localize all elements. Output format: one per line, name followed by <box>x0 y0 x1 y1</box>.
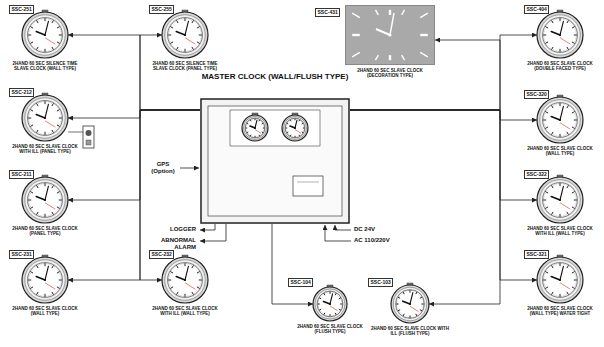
clock-caption: 2HAND 60 SEC SLAVE CLOCK (FLUSH TYPE) <box>290 324 370 334</box>
slave-clock: SSC-251 2HAND 60 SEC SILENCE TIME SLAVE C… <box>9 5 81 78</box>
signal-label: AC 110/220V <box>354 237 414 244</box>
slave-clock: SSC-232 2HAND 60 SEC SLAVE CLOCK WITH ILL… <box>149 250 221 323</box>
signal-line <box>350 110 537 200</box>
signal-line <box>68 110 200 118</box>
signal-line <box>350 110 500 304</box>
clock-caption: 2HAND 60 SEC SLAVE CLOCK (DECORATION TYP… <box>345 68 435 78</box>
master-cabinet <box>200 98 350 224</box>
signal-label: LOGGER <box>146 226 196 233</box>
clock-code: SSC-431 <box>315 8 340 17</box>
signal-label: GPS (Option) <box>148 161 178 175</box>
signal-line <box>272 224 313 304</box>
clock-caption: 2HAND 60 SEC SLAVE CLOCK WITH ILL (FLUSH… <box>370 326 450 336</box>
signal-line <box>350 110 537 280</box>
clock-code: SSC-321 <box>524 250 549 259</box>
slave-clock: SSC-211 2HAND 60 SEC SLAVE CLOCK (PANEL T… <box>9 170 81 243</box>
clock-caption: 2HAND 60 SEC SLAVE CLOCK (WALL TYPE) <box>524 146 596 156</box>
clock-code: SSC-104 <box>288 278 313 287</box>
signal-line <box>350 110 537 120</box>
master-title: MASTER CLOCK (WALL/FLUSH TYPE) <box>200 72 350 82</box>
clock-caption: 2HAND 60 SEC SILENCE TIME SLAVE CLOCK (W… <box>9 61 81 71</box>
clock-code: SSC-255 <box>149 5 174 14</box>
clock-code: SSC-232 <box>149 250 174 259</box>
clock-code: SSC-211 <box>9 170 34 179</box>
signal-line <box>68 110 200 200</box>
clock-code: SSC-251 <box>9 5 34 14</box>
slave-clock: SSC-322 2HAND 60 SEC SLAVE CLOCK WITH ILL… <box>524 170 596 243</box>
signal-label: DC 24V <box>354 226 414 233</box>
clock-code: SSC-103 <box>368 278 393 287</box>
clock-caption: 2HAND 60 SEC SLAVE CLOCK (WALL TYPE) <box>9 306 81 316</box>
slave-clock: SSC-103 2HAND 60 SEC SLAVE CLOCK WITH ILL… <box>370 274 450 343</box>
slave-clock: SSC-320 2HAND 60 SEC SLAVE CLOCK (WALL TY… <box>524 90 596 163</box>
slave-clock: SSC-255 2HAND 60 SEC SILENCE TIME SLAVE C… <box>149 5 221 78</box>
clock-code: SSC-322 <box>524 170 549 179</box>
decoration-face <box>345 5 435 65</box>
clock-caption: 2HAND 60 SEC SLAVE CLOCK (DOUBLE FACED T… <box>524 61 596 71</box>
slave-clock: SSC-321 2HAND 60 SEC SLAVE CLOCK (WALL TY… <box>524 250 596 323</box>
clock-code: SSC-212 <box>9 88 34 97</box>
clock-code: SSC-320 <box>524 90 549 99</box>
clock-code: SSC-404 <box>524 5 549 14</box>
clock-caption: 2HAND 60 SEC SLAVE CLOCK WITH ILL (WALL … <box>524 226 596 236</box>
signal-line <box>140 110 200 280</box>
slave-clock: SSC-404 2HAND 60 SEC SLAVE CLOCK (DOUBLE … <box>524 5 596 78</box>
slave-clock: SSC-231 2HAND 60 SEC SLAVE CLOCK (WALL TY… <box>9 250 81 323</box>
signal-label: ABNORMAL ALARM <box>160 237 196 251</box>
clock-code: SSC-231 <box>9 250 34 259</box>
clock-caption: 2HAND 60 SEC SLAVE CLOCK (PANEL TYPE) <box>9 226 81 236</box>
master-clock: MASTER CLOCK (WALL/FLUSH TYPE) <box>200 72 350 224</box>
slave-clock: SSC-104 2HAND 60 SEC SLAVE CLOCK (FLUSH T… <box>290 274 370 341</box>
clock-caption: 2HAND 60 SEC SLAVE CLOCK (WALL TYPE) WAT… <box>524 306 596 316</box>
decoration-clock: SSC-4312HAND 60 SEC SLAVE CLOCK (DECORAT… <box>345 5 435 87</box>
slave-clock: SSC-212 2HAND 60 SEC SLAVE CLOCK WITH ILL… <box>9 88 81 161</box>
clock-caption: 2HAND 60 SEC SLAVE CLOCK WITH ILL (WALL … <box>149 306 221 316</box>
clock-caption: 2HAND 60 SEC SLAVE CLOCK WITH ILL (PANEL… <box>9 144 81 154</box>
signal-line <box>68 110 200 280</box>
clock-caption: 2HAND 60 SEC SILENCE TIME SLAVE CLOCK (P… <box>149 61 221 71</box>
